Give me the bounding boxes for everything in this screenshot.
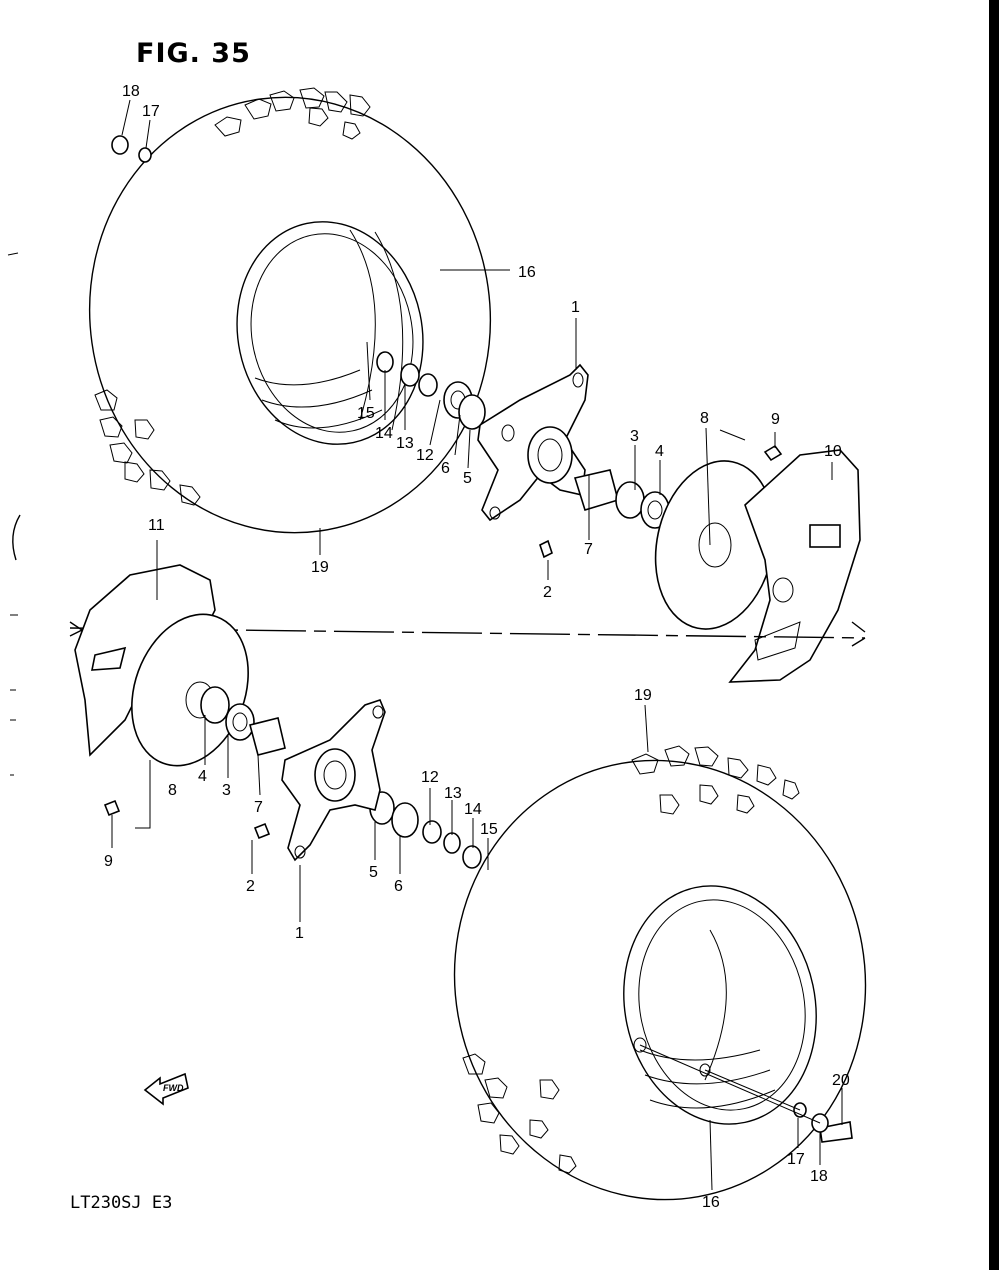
callout-6: 6 [441,460,450,477]
lower-hub [281,699,386,862]
callout-3-lower: 3 [222,782,231,799]
callout-labels: 18 17 16 1 15 14 13 12 6 5 3 4 8 9 10 7 … [104,83,850,1211]
callout-1: 1 [571,299,580,316]
callout-10: 10 [824,443,842,460]
callout-2-lower: 2 [246,878,255,895]
callout-19: 19 [311,559,329,576]
callout-6-lower: 6 [394,878,403,895]
page-edge-bar [989,0,999,1270]
callout-20: 20 [832,1072,850,1089]
callout-5: 5 [463,470,472,487]
callout-7-lower: 7 [254,799,263,816]
callout-15: 15 [357,405,375,422]
upper-disc-cover [728,444,861,683]
lower-tire [453,759,867,1201]
callout-11: 11 [148,517,165,534]
callout-13-lower: 13 [444,785,462,802]
lower-tire-tread [462,745,800,1174]
callout-17: 17 [142,103,160,120]
callout-4-lower: 4 [198,768,207,785]
callout-7: 7 [584,541,593,558]
fwd-label: FWD [163,1083,184,1093]
callout-14-lower: 14 [464,801,482,818]
upper-brake-disc [654,460,776,630]
callout-5-lower: 5 [369,864,378,881]
callout-19-lower: 19 [634,687,652,704]
callout-18-lower: 18 [810,1168,828,1185]
callout-15-lower: 15 [480,821,498,838]
callout-9: 9 [771,411,780,428]
valve-and-nuts [111,135,853,1143]
upper-tire [88,96,492,534]
callout-3: 3 [630,428,639,445]
callout-16-lower: 16 [702,1194,720,1211]
model-code: LT230SJ E3 [70,1193,173,1213]
callout-4: 4 [655,443,664,460]
fwd-arrow-icon: FWD [143,1072,189,1106]
callout-8: 8 [700,410,709,427]
callout-13: 13 [396,435,414,452]
callout-14: 14 [375,425,393,442]
figure-title: FIG. 35 [136,38,251,69]
upper-tire-tread-left [94,389,201,506]
callout-12: 12 [416,447,434,464]
callout-8-lower: 8 [168,782,177,799]
callout-12-lower: 12 [421,769,439,786]
leader-lines [111,99,843,1191]
callout-18: 18 [122,83,140,100]
scan-marks [7,252,21,776]
callout-9-lower: 9 [104,853,113,870]
upper-tire-tread-top [214,87,371,140]
callout-1-lower: 1 [295,925,304,942]
callout-17-lower: 17 [787,1151,805,1168]
upper-hub [477,363,589,522]
lower-bearings-and-spacers [103,686,482,869]
callout-2: 2 [543,584,552,601]
callout-16: 16 [518,264,536,281]
